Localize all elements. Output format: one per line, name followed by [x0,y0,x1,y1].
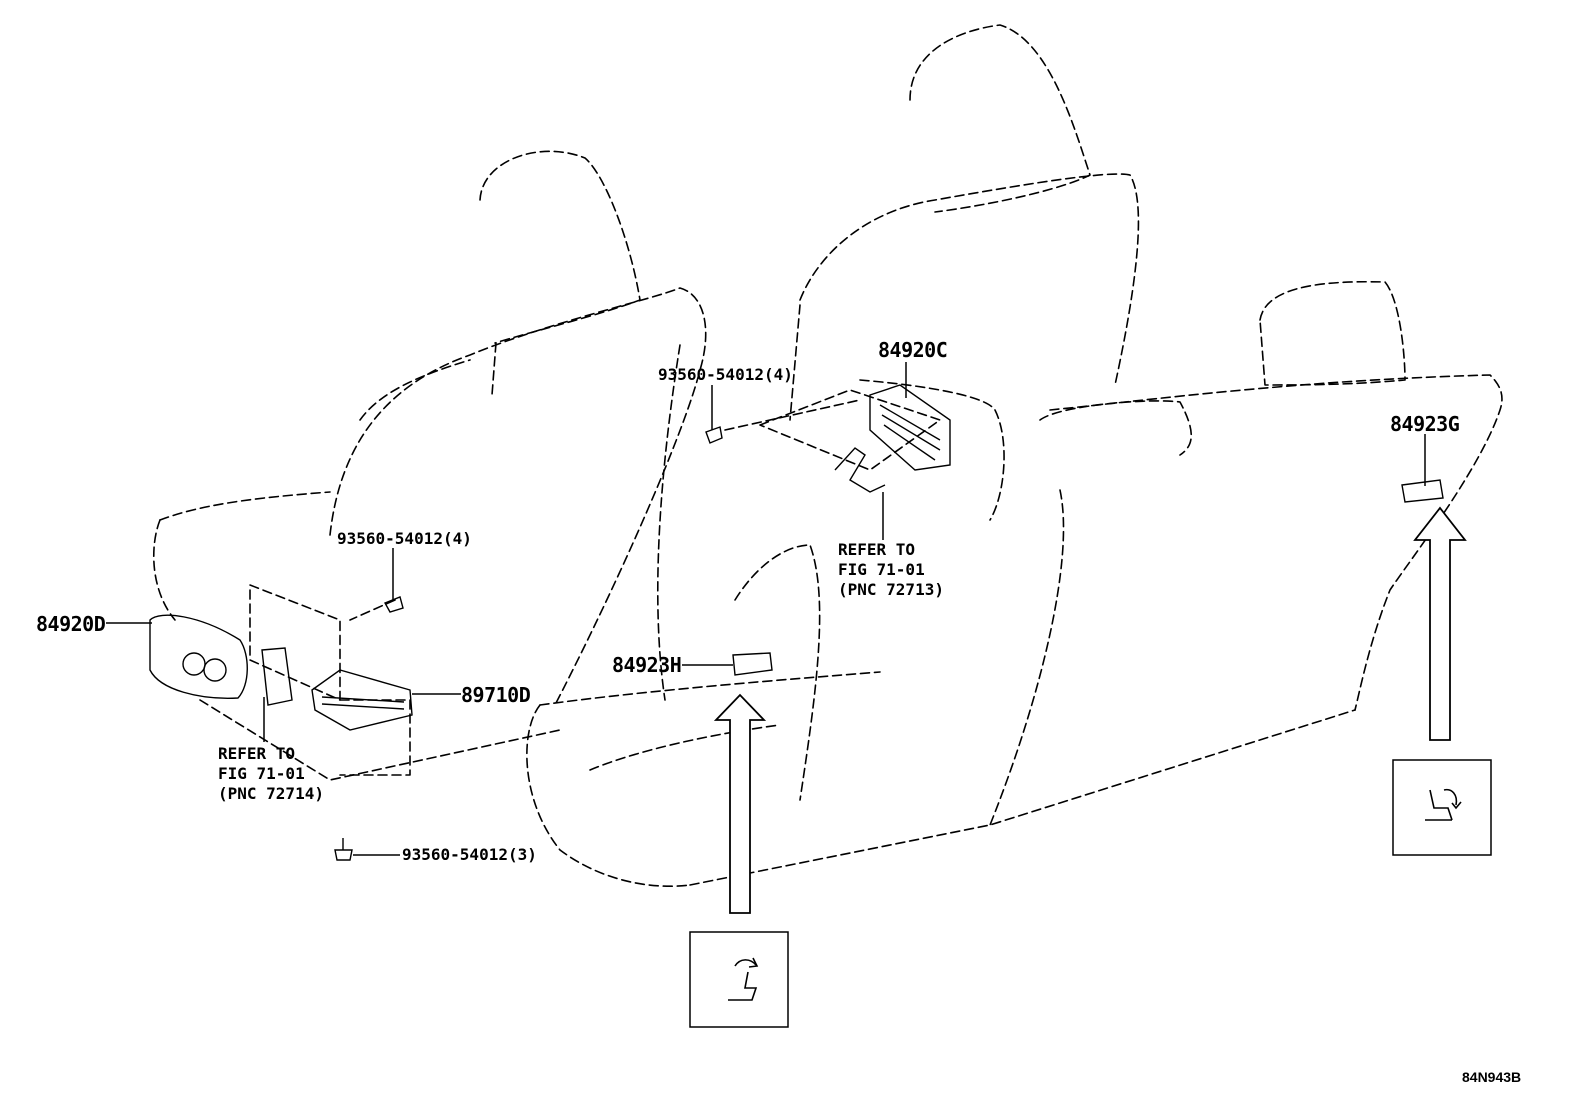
bolt-guide-top [349,599,396,621]
reference-left-line-1: REFER TO [218,744,296,763]
module-89710D-rib-1 [321,696,405,703]
bench-seat-inner [589,724,781,771]
reference-left: REFER TO FIG 71-01 (PNC 72714) [218,744,324,804]
bolt-center-icon [705,426,723,444]
left-seat-cushion-outline [159,491,331,521]
left-seat-headrest-stem [491,342,497,396]
seat-recline-back-icon [1425,788,1462,821]
bench-cushion-top [539,671,881,706]
center-seat-frame-left [656,344,681,701]
label-bolt-top-center: 93560-54012(4) [658,365,793,384]
switch-84923H-body [732,652,773,676]
reference-center: REFER TO FIG 71-01 (PNC 72713) [838,540,944,600]
left-seat-backrest-outline [329,287,707,706]
switch-84920C-detail [879,404,941,461]
center-seat-back-left-edge [789,304,801,421]
module-box-left [249,584,341,701]
label-84920D: 84920D [36,612,106,636]
label-84920C: 84920C [878,338,948,362]
left-seat-backrest-inner [359,359,471,421]
reference-center-line-3: (PNC 72713) [838,580,944,599]
middle-cushion-outline [859,379,1005,521]
module-89710D-rib-2 [321,703,405,710]
switch-84920D-knob-1 [182,652,206,676]
switch-84920C-bracket [834,447,886,493]
arrow-up-right [1413,506,1467,741]
center-seat-backrest [799,173,1140,386]
drawing-code: 84N943B [1462,1069,1522,1085]
right-seat-backrest [1049,374,1503,711]
bolt-guide-center [724,399,861,431]
right-seat-top-pad [1039,400,1192,456]
switch-84920D-body [149,614,248,699]
module-box-center [759,389,941,471]
label-84923H: 84923H [612,653,682,677]
right-seat-headrest [1259,280,1406,386]
arrow-up-left [713,693,767,914]
label-89710D: 89710D [461,683,531,707]
left-seat-cushion-front [152,519,176,621]
switch-84923G-body [1401,479,1444,503]
seat-recline-forward-icon [728,957,759,1001]
left-seat-cushion-base [199,699,561,781]
bench-cushion-bottom [689,709,1356,886]
center-seat-headrest [909,24,1091,213]
label-84923G: 84923G [1390,412,1460,436]
bench-cushion-front [526,704,691,888]
symbol-box-left [689,931,789,1028]
label-bolt-top-left: 93560-54012(4) [337,529,472,548]
module-89710D-body [311,669,413,731]
reference-center-line-1: REFER TO [838,540,916,559]
switch-84920D-knob-2 [203,658,227,682]
bolt-left-icon [384,596,404,613]
switch-84920D-bracket [261,647,293,706]
bench-left-arm [734,544,821,801]
reference-left-line-3: (PNC 72714) [218,784,324,803]
label-bolt-bottom: 93560-54012(3) [402,845,537,864]
module-box-bottom [339,699,411,776]
reference-left-line-2: FIG 71-01 [218,764,305,783]
switch-84920C-body [869,384,951,471]
bench-center-split [989,489,1065,826]
reference-center-line-2: FIG 71-01 [838,560,925,579]
left-seat-headrest-outline [479,150,641,344]
bolt-bottom-icon [334,838,353,861]
